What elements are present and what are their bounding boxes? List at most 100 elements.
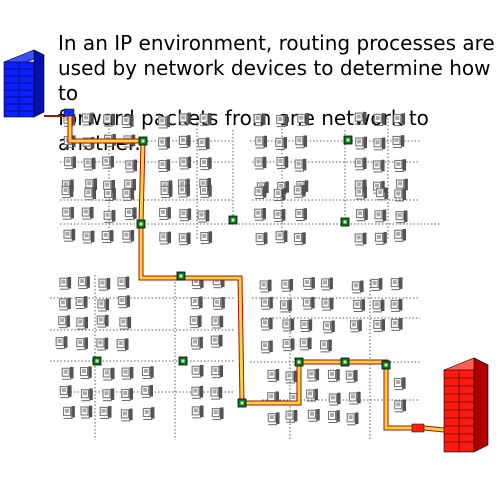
computer-workstation-icon	[122, 188, 135, 201]
computer-workstation-icon	[303, 277, 315, 290]
computer-workstation-icon	[374, 209, 387, 223]
computer-workstation-icon	[328, 392, 341, 406]
computer-workstation-icon	[353, 299, 365, 312]
computer-workstation-icon	[394, 188, 407, 202]
computer-workstation-icon	[213, 297, 225, 310]
computer-workstation-icon	[395, 210, 408, 224]
computer-workstation-icon	[374, 232, 387, 245]
router-node-icon	[381, 360, 391, 370]
blue-network-connector-icon	[63, 108, 75, 117]
computer-workstation-icon	[124, 207, 137, 221]
computer-workstation-icon	[273, 209, 286, 222]
computer-workstation-icon	[211, 315, 224, 329]
computer-workstation-icon	[307, 409, 320, 422]
computer-workstation-icon	[349, 319, 362, 333]
computer-workstation-icon	[390, 277, 403, 291]
computer-workstation-icon	[61, 367, 74, 380]
computer-workstation-icon	[159, 207, 171, 220]
computer-workstation-icon	[321, 297, 334, 311]
computer-workstation-icon	[376, 187, 388, 201]
computer-workstation-icon	[158, 159, 171, 173]
computer-workstation-icon	[58, 297, 71, 311]
router-node-icon	[92, 356, 102, 366]
computer-workstation-icon	[96, 314, 109, 328]
computer-workstation-icon	[293, 232, 306, 246]
computer-workstation-icon	[294, 158, 307, 172]
computer-workstation-icon	[346, 412, 359, 426]
router-node-icon	[340, 217, 350, 227]
computer-workstation-icon	[102, 388, 115, 402]
computer-workstation-icon	[393, 113, 406, 127]
router-node-icon	[176, 271, 186, 281]
blue-server-rack-icon	[3, 49, 45, 118]
computer-workstation-icon	[80, 388, 93, 402]
computer-workstation-icon	[179, 156, 192, 170]
computer-workstation-icon	[159, 231, 172, 245]
computer-workstation-icon	[103, 210, 116, 223]
computer-workstation-icon	[55, 336, 68, 350]
red-network-connector-icon	[411, 423, 425, 433]
computer-workstation-icon	[83, 157, 96, 171]
computer-workstation-icon	[327, 410, 340, 423]
computer-workstation-icon	[80, 405, 93, 419]
computer-workstation-icon	[63, 406, 75, 419]
computer-workstation-icon	[348, 391, 361, 405]
host-computers	[55, 111, 408, 426]
computer-workstation-icon	[160, 185, 173, 199]
computer-workstation-icon	[120, 408, 133, 422]
computer-workstation-icon	[141, 385, 153, 398]
computer-workstation-icon	[267, 412, 280, 426]
router-node-icon	[136, 219, 146, 229]
computer-workstation-icon	[394, 159, 407, 172]
packet-route	[67, 116, 445, 433]
computer-workstation-icon	[285, 370, 298, 384]
computer-workstation-icon	[392, 135, 405, 148]
computer-workstation-icon	[122, 229, 135, 243]
router-node-icon	[343, 135, 353, 145]
route-highlight	[423, 426, 445, 432]
computer-workstation-icon	[307, 368, 320, 382]
computer-workstation-icon	[141, 366, 154, 380]
computer-workstation-icon	[121, 115, 134, 129]
computer-workstation-icon	[179, 208, 192, 222]
computer-workstation-icon	[373, 113, 386, 126]
computer-workstation-icon	[82, 230, 95, 244]
computer-workstation-icon	[99, 406, 112, 419]
computer-workstation-icon	[285, 410, 298, 423]
computer-workstation-icon	[372, 159, 385, 173]
computer-workstation-icon	[103, 113, 115, 127]
computer-workstation-icon	[354, 232, 367, 246]
computer-workstation-icon	[260, 340, 273, 354]
computer-workstation-icon	[76, 337, 88, 351]
computer-workstation-icon	[97, 298, 110, 312]
computer-workstation-icon	[59, 277, 72, 290]
computer-workstation-icon	[178, 135, 191, 148]
computer-workstation-icon	[254, 186, 267, 199]
computer-workstation-icon	[295, 135, 308, 149]
computer-workstation-icon	[390, 318, 403, 331]
computer-workstation-icon	[319, 339, 332, 353]
computer-workstation-icon	[96, 337, 109, 351]
router-node-icon	[228, 215, 238, 225]
computer-workstation-icon	[101, 230, 114, 243]
computer-workstation-icon	[191, 405, 204, 419]
computer-workstation-icon	[210, 334, 223, 348]
computer-workstation-icon	[58, 315, 70, 329]
computer-workstation-icon	[211, 407, 224, 421]
computer-workstation-icon	[281, 279, 294, 292]
computer-workstation-icon	[116, 338, 129, 352]
computer-workstation-icon	[321, 277, 333, 291]
computer-workstation-icon	[370, 278, 383, 291]
computer-workstation-icon	[373, 137, 386, 151]
computer-workstation-icon	[199, 185, 212, 198]
computer-workstation-icon	[295, 208, 307, 222]
computer-workstation-icon	[273, 188, 286, 202]
computer-workstation-icon	[63, 229, 76, 242]
computer-workstation-icon	[355, 186, 367, 200]
computer-workstation-icon	[190, 296, 203, 310]
computer-workstation-icon	[259, 279, 272, 293]
computer-workstation-icon	[279, 299, 292, 313]
computer-workstation-icon	[81, 206, 94, 220]
computer-workstation-icon	[191, 386, 204, 399]
